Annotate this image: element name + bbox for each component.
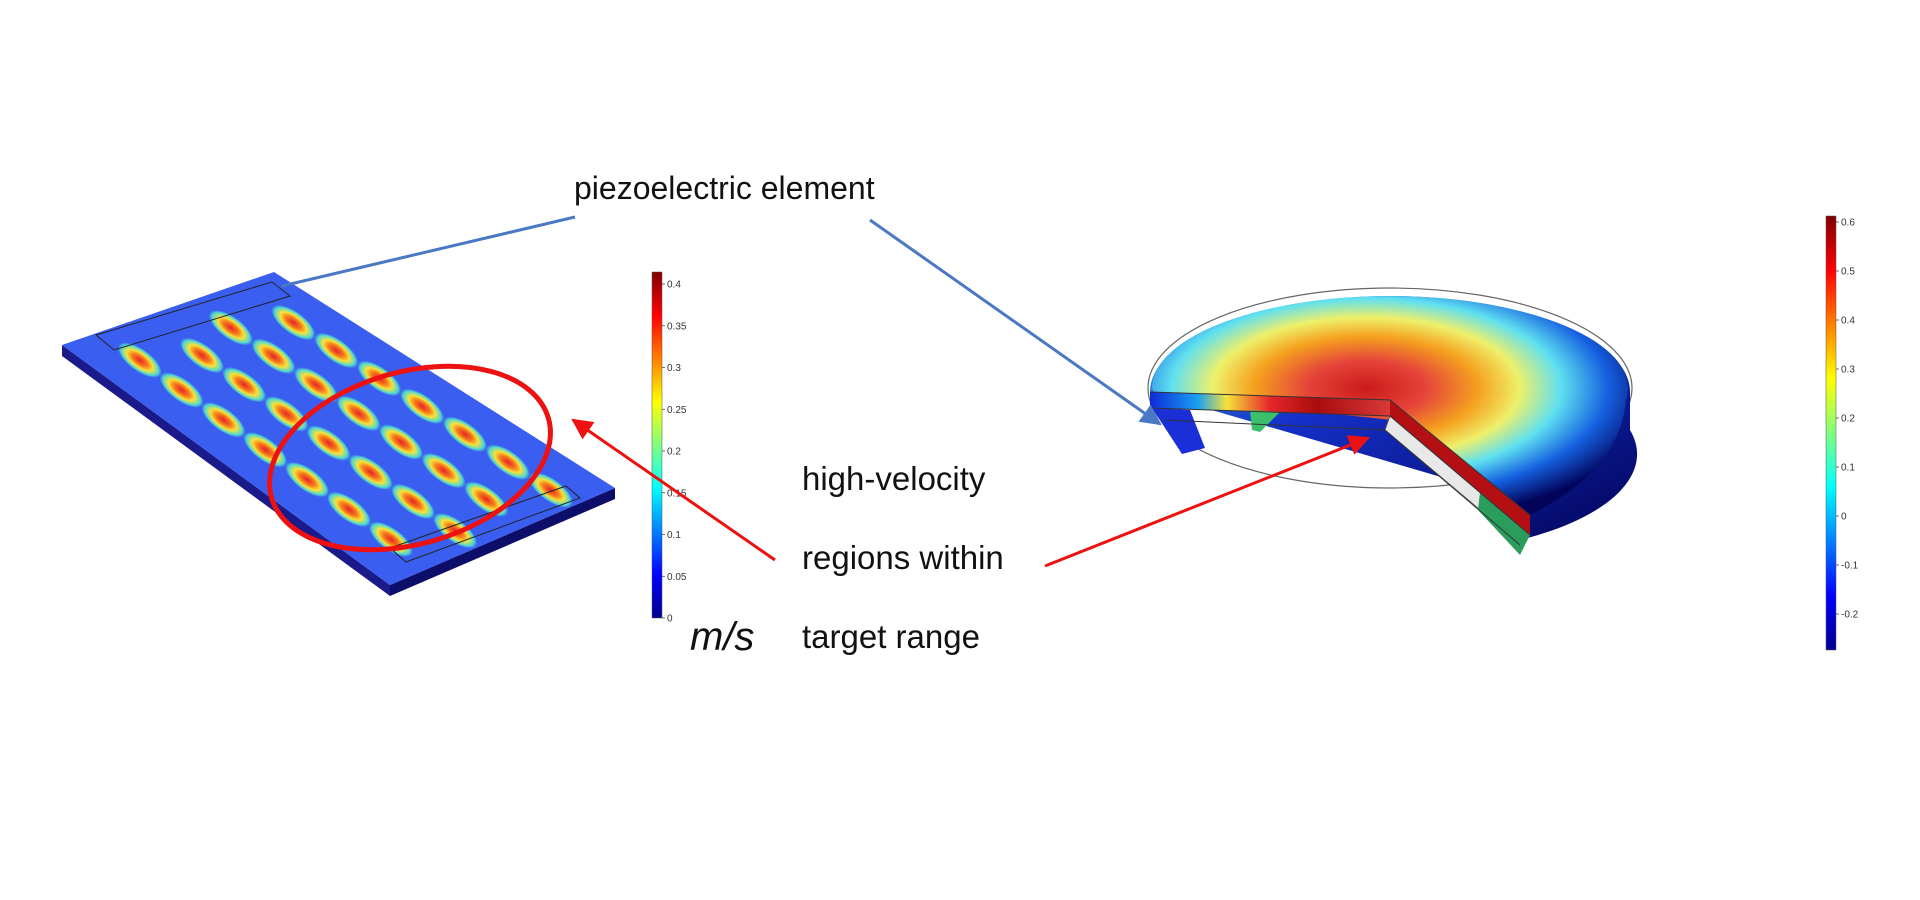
velocity-hotspot: [222, 367, 267, 403]
velocity-hotspot: [348, 454, 393, 490]
high-velocity-label-line3: target range: [802, 618, 980, 655]
plate-side-right: [390, 488, 615, 596]
velocity-hotspot: [314, 332, 359, 369]
velocity-hotspot: [208, 310, 253, 346]
colorbar-left-tick-label: 0.4: [667, 280, 681, 291]
colorbar-right-bar: [1825, 215, 1837, 651]
colorbar-right-tick-label: 0.1: [1841, 463, 1855, 474]
colorbar-left-tick-label: 0.1: [667, 530, 681, 541]
unit-label: m/s: [690, 615, 754, 659]
colorbar-right: -0.2 -0.1 0 0.1 0.2 0.3 0.4 0.5 0.6: [1825, 215, 1859, 651]
colorbar-right-tick-label: 0.4: [1841, 316, 1855, 327]
colorbar-left: 00.050.10.150.20.250.30.350.4: [651, 271, 687, 625]
colorbar-right-tick-label: 0: [1841, 512, 1847, 523]
colorbar-left-tick-label: 0.05: [667, 572, 687, 583]
velocity-hotspot: [201, 402, 246, 438]
velocity-hotspot: [327, 491, 372, 528]
colorbar-right-tick-label: -0.2: [1841, 610, 1859, 621]
colorbar-left-bar: [651, 271, 663, 619]
disc-simulation: [1147, 287, 1638, 555]
piezo-label: piezoelectric element: [574, 170, 875, 206]
velocity-hotspot: [400, 388, 445, 425]
colorbar-right-tick-label: 0.2: [1841, 414, 1855, 425]
velocity-hotspot: [336, 395, 381, 432]
velocity-hotspot: [442, 416, 488, 452]
velocity-hotspot: [306, 425, 351, 461]
disc-outline: [1147, 287, 1633, 489]
velocity-hotspot: [251, 338, 296, 375]
plate-simulation: [62, 272, 615, 596]
red-arrow-right: [1044, 435, 1370, 568]
colorbar-left-tick-label: 0.2: [667, 447, 681, 458]
high-velocity-label-line2: regions within: [802, 539, 1004, 576]
colorbar-left-tick-label: 0.35: [667, 321, 687, 332]
piezo-pointer-right-arrow: [869, 218, 1162, 426]
velocity-hotspot: [485, 444, 530, 480]
colorbar-right-tick-label: 0.6: [1841, 218, 1855, 229]
velocity-hotspot: [379, 424, 424, 460]
disc-cut-face-side: [1390, 400, 1530, 535]
colorbar-right-tick-label: 0.5: [1841, 267, 1855, 278]
velocity-hotspot: [294, 367, 339, 403]
disc-cut-outline: [1149, 391, 1531, 546]
velocity-field-plate: [117, 304, 573, 557]
colorbar-left-tick-label: 0.25: [667, 405, 687, 416]
velocity-hotspot: [390, 483, 435, 520]
piezo-pointer-left: [281, 215, 576, 288]
colorbar-left-tick-label: 0.3: [667, 363, 681, 374]
piezo-electrode-top: [94, 281, 292, 351]
disc-cavity-left: [1152, 408, 1205, 454]
high-velocity-label-line1: high-velocity: [802, 460, 986, 497]
high-velocity-highlight-ellipse: [267, 363, 553, 553]
velocity-hotspot: [421, 452, 466, 489]
velocity-hotspot: [464, 481, 509, 517]
colorbar-right-tick-label: -0.1: [1841, 561, 1859, 572]
red-arrow-left: [571, 418, 776, 562]
disc-cavity-right: [1478, 492, 1530, 555]
plate-top: [62, 272, 615, 585]
velocity-hotspot: [285, 461, 330, 498]
colorbar-left-tick-label: 0: [667, 614, 673, 625]
velocity-hotspot: [271, 304, 316, 341]
plate-side: [62, 345, 390, 596]
velocity-hotspot: [180, 337, 225, 374]
disc-cavity-green: [1250, 410, 1280, 432]
velocity-hotspot: [117, 342, 162, 378]
colorbar-right-tick-label: 0.3: [1841, 365, 1855, 376]
velocity-hotspot: [159, 372, 204, 408]
velocity-hotspot: [528, 472, 573, 508]
